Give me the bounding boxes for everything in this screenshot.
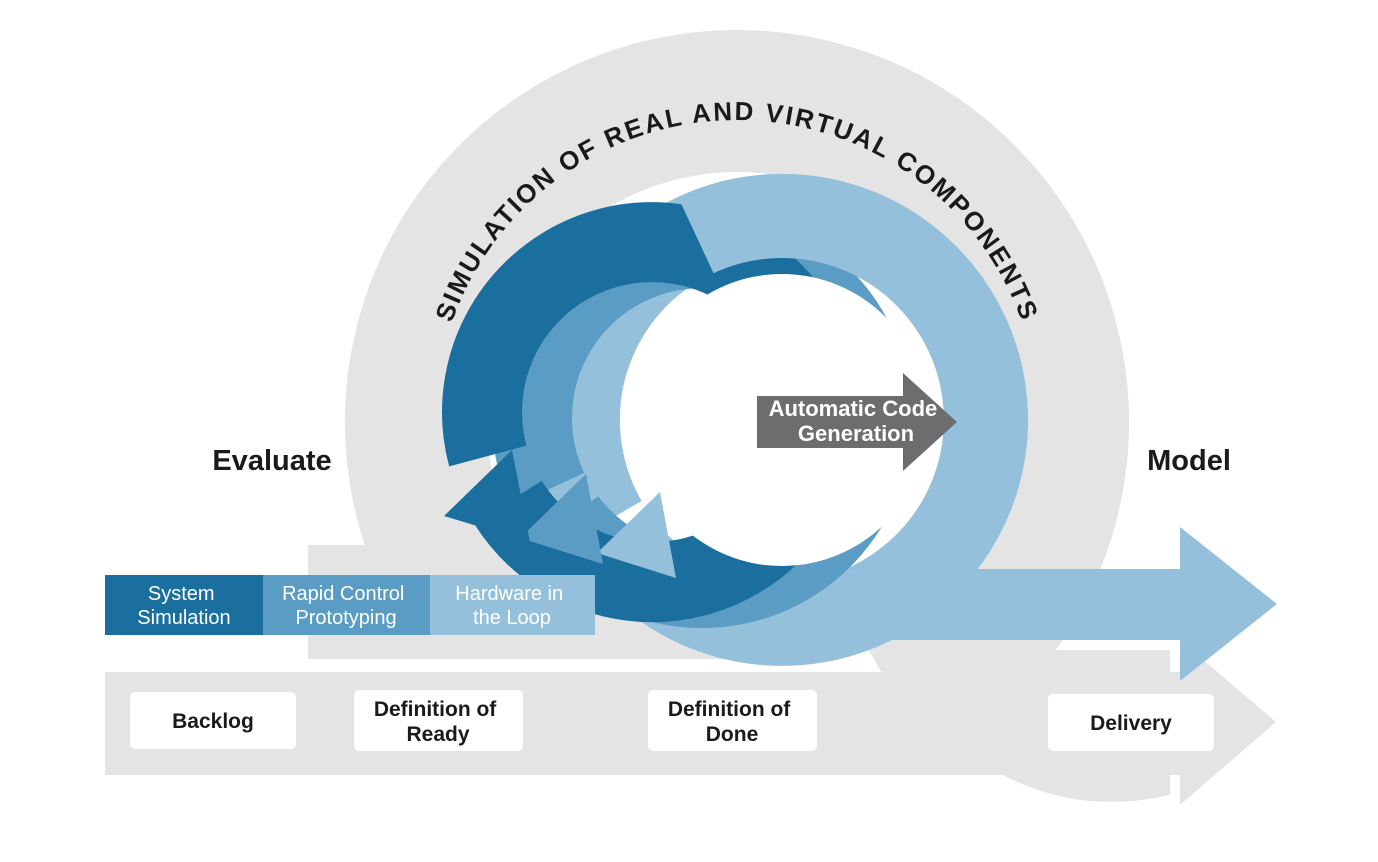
model-label: Model — [1147, 445, 1231, 477]
box-backlog — [130, 692, 296, 749]
evaluate-label: Evaluate — [212, 445, 331, 477]
code-generation-label: Automatic Code Generation — [769, 396, 944, 446]
box-definition-of-done-label: Definition of Done — [668, 698, 796, 746]
box-definition-of-done — [648, 690, 817, 751]
box-definition-of-ready-label: Definition of Ready — [374, 698, 502, 746]
medium-blue-loop-arrowhead — [520, 474, 603, 564]
box-delivery-label: Delivery — [1090, 712, 1172, 735]
box-definition-of-ready — [354, 690, 523, 751]
segment-system-simulation-label: System Simulation — [137, 583, 230, 629]
code-generation-arrow — [757, 373, 957, 471]
segment-rapid-control-prototyping — [263, 575, 430, 635]
dark-blue-loop-arrowhead — [444, 450, 530, 542]
model-arrow-shaft — [855, 569, 1180, 640]
segment-hardware-in-the-loop-label: Hardware in the Loop — [455, 583, 568, 629]
model-arrow-head — [1180, 527, 1277, 681]
agile-track-arrowhead — [1180, 640, 1276, 805]
segment-system-simulation — [105, 575, 263, 635]
segment-rapid-control-prototyping-label: Rapid Control Prototyping — [282, 583, 410, 629]
gray-loop-ring — [345, 30, 1129, 762]
box-backlog-label: Backlog — [172, 710, 254, 733]
segment-hardware-in-the-loop — [430, 575, 595, 635]
light-blue-loop-arrowhead — [597, 492, 676, 578]
light-blue-loop-arc-front — [678, 174, 1028, 622]
box-delivery — [1048, 694, 1214, 751]
